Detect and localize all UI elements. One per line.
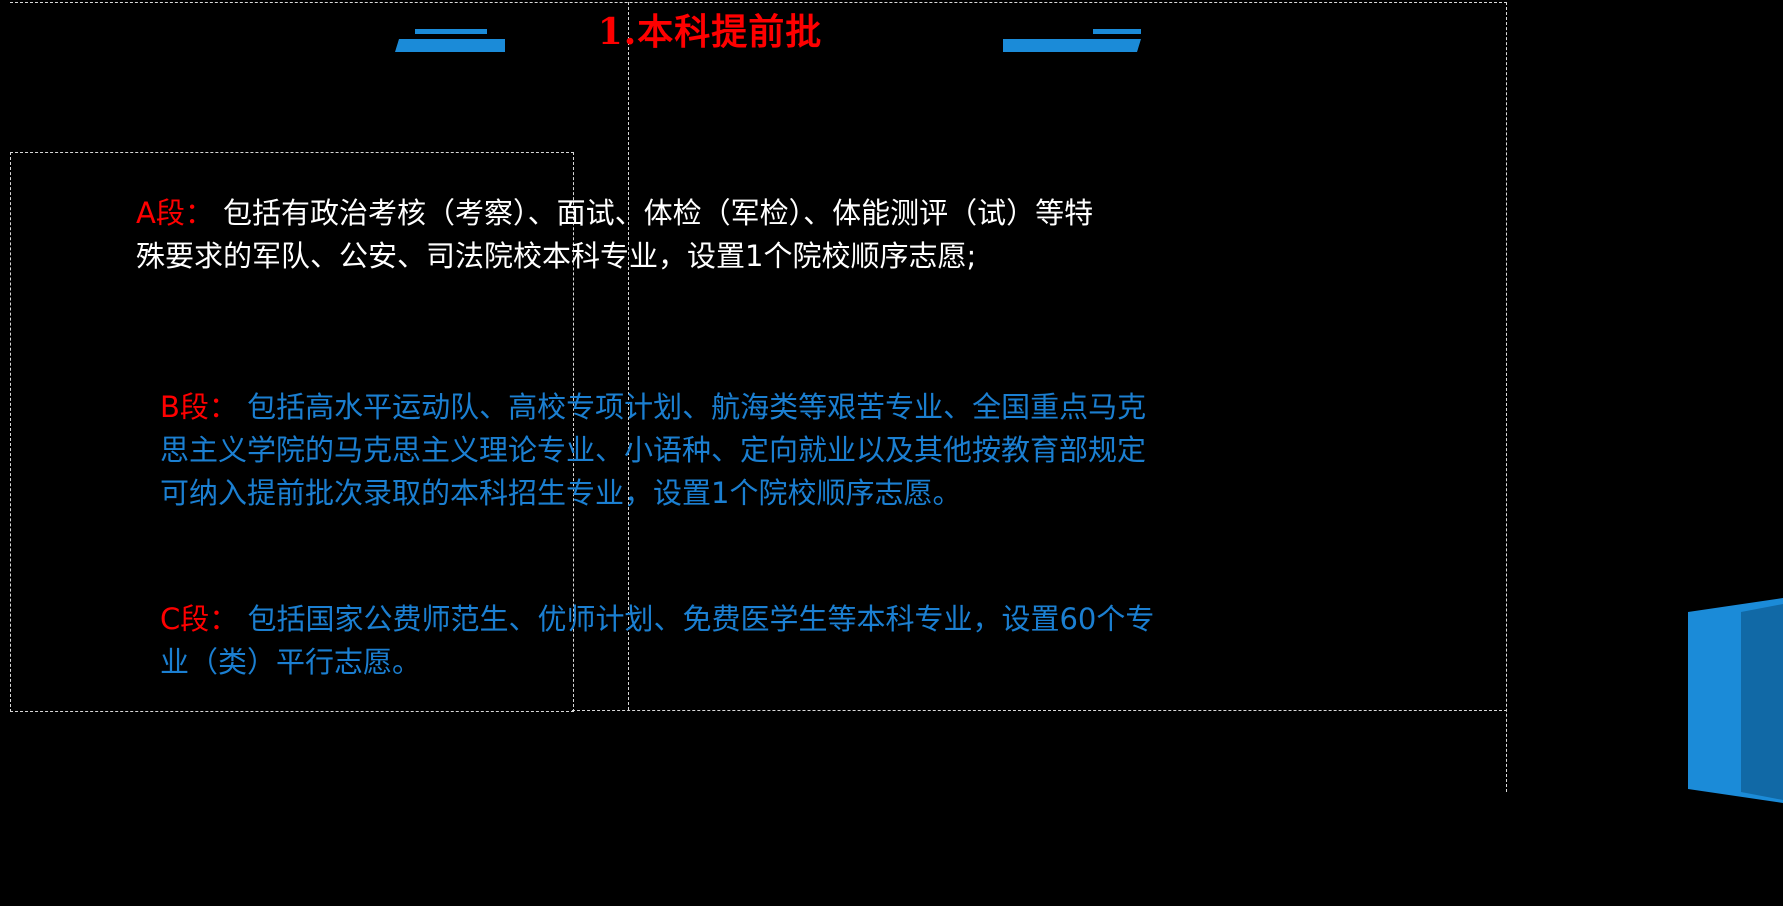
guide-line-right: [1506, 2, 1507, 792]
guide-line-top: [10, 2, 1507, 3]
paragraph-b: B段： 包括高水平运动队、高校专项计划、航海类等艰苦专业、全国重点马克思主义学院…: [160, 386, 1300, 515]
paragraph-a-line2: 殊要求的军队、公安、司法院校本科专业，设置1个院校顺序志愿;: [136, 239, 977, 273]
right-thin-bar-icon: [1093, 29, 1141, 34]
paragraph-c-line1: 包括国家公费师范生、优师计划、免费医学生等本科专业，设置60个专: [238, 602, 1155, 636]
title-row: 1.本科提前批: [0, 8, 1570, 60]
right-thick-bar-icon: [1003, 39, 1141, 52]
paragraph-b-line3: 可纳入提前批次录取的本科招生专业，设置1个院校顺序志愿。: [160, 476, 962, 510]
paragraph-c-tag: C段：: [160, 602, 239, 636]
paragraph-b-tag: B段：: [160, 390, 238, 424]
paragraph-a: A段： 包括有政治考核（考察）、面试、体检（军检）、体能测评（试）等特殊要求的军…: [136, 192, 1296, 278]
page-title: 1.本科提前批: [597, 11, 823, 53]
corner-shape-inner-icon: [1741, 604, 1783, 800]
paragraph-c: C段： 包括国家公费师范生、优师计划、免费医学生等本科专业，设置60个专业（类）…: [160, 598, 1300, 684]
paragraph-a-tag: A段：: [136, 196, 214, 230]
paragraph-b-line1: 包括高水平运动队、高校专项计划、航海类等艰苦专业、全国重点马克: [237, 390, 1147, 424]
paragraph-a-line1: 包括有政治考核（考察）、面试、体检（军检）、体能测评（试）等特: [213, 196, 1094, 230]
left-thick-bar-icon: [395, 39, 505, 52]
paragraph-c-line2: 业（类）平行志愿。: [160, 645, 422, 679]
paragraph-b-line2: 思主义学院的马克思主义理论专业、小语种、定向就业以及其他按教育部规定: [160, 433, 1147, 467]
left-thin-bar-icon: [415, 29, 487, 34]
guide-line-lower: [572, 710, 1507, 711]
